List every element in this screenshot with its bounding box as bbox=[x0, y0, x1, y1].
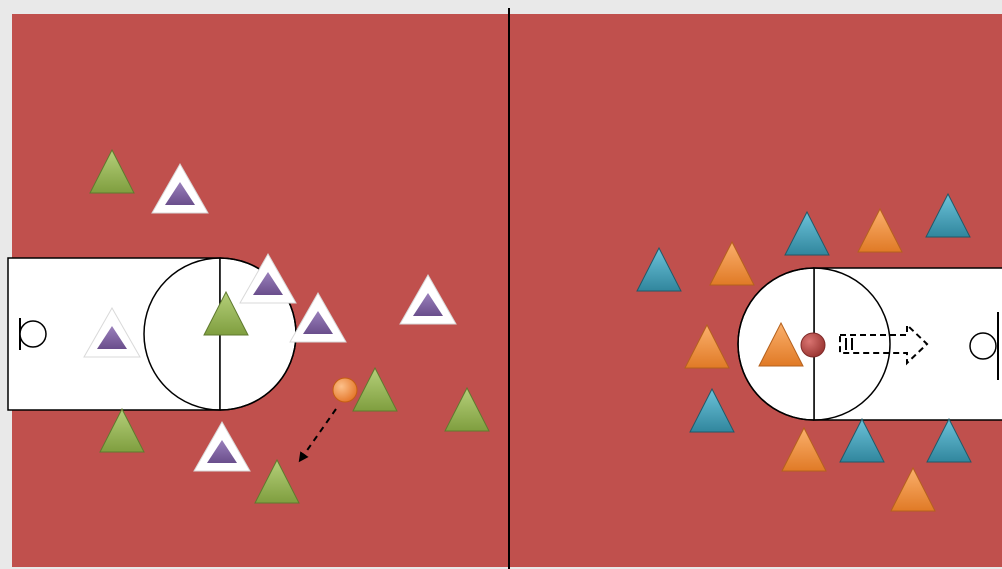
purple-team bbox=[83, 162, 457, 472]
blue-team bbox=[636, 192, 972, 463]
triangle-icon bbox=[254, 458, 300, 504]
triangle-icon bbox=[781, 426, 827, 472]
triangle-icon bbox=[99, 407, 145, 453]
triangle-icon bbox=[352, 366, 398, 412]
triangle-icon bbox=[444, 386, 490, 432]
triangle-icon bbox=[684, 323, 730, 369]
triangle-icon bbox=[83, 306, 141, 358]
triangle-icon bbox=[689, 387, 735, 433]
triangle-icon bbox=[926, 417, 972, 463]
triangle-icon bbox=[857, 207, 903, 253]
triangle-icon bbox=[239, 252, 297, 304]
triangle-icon bbox=[203, 290, 249, 336]
orange-team bbox=[684, 207, 936, 512]
triangle-icon bbox=[758, 321, 804, 367]
triangle-icon bbox=[289, 291, 347, 343]
right-hoop bbox=[969, 332, 997, 360]
triangle-icon bbox=[399, 273, 457, 325]
triangle-icon bbox=[193, 420, 251, 472]
ball-icon bbox=[800, 332, 826, 358]
triangle-icon bbox=[89, 148, 135, 194]
block-arrow-tail-marks bbox=[845, 338, 853, 350]
ball-icon bbox=[332, 377, 358, 403]
triangle-icon bbox=[636, 246, 682, 292]
left-hoop bbox=[19, 320, 47, 348]
triangle-icon bbox=[890, 466, 936, 512]
triangle-icon bbox=[709, 240, 755, 286]
triangle-icon bbox=[784, 210, 830, 256]
triangle-icon bbox=[839, 417, 885, 463]
triangle-icon bbox=[925, 192, 971, 238]
triangle-icon bbox=[151, 162, 209, 214]
green-team bbox=[89, 148, 490, 504]
